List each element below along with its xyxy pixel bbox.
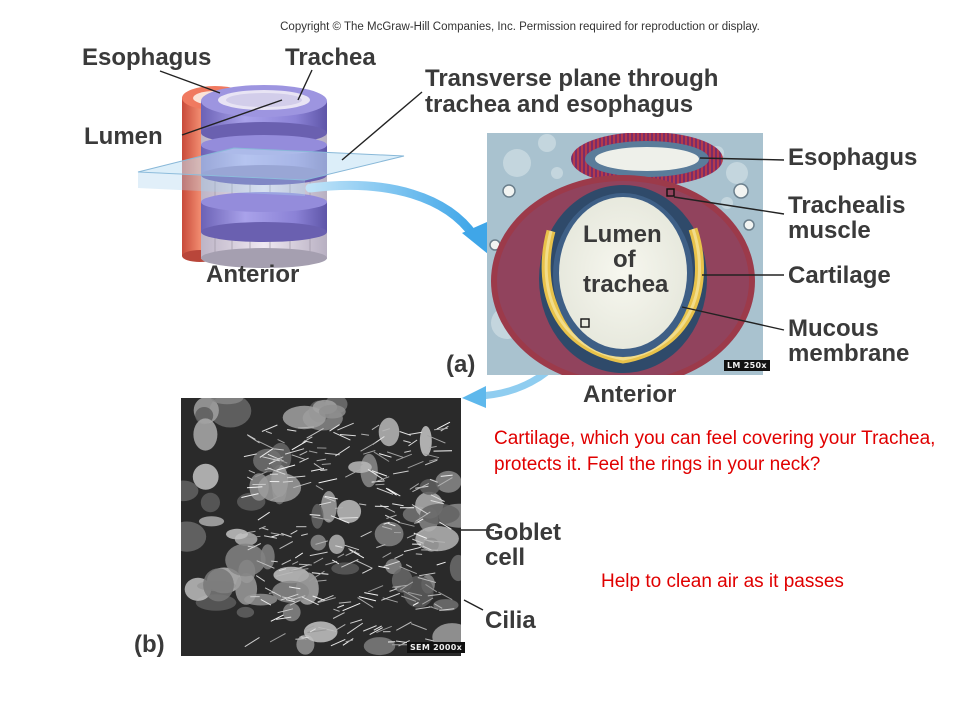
cartilage-annotation: Cartilage, which you can feel covering y… [494, 428, 936, 475]
label-plane-line1: Transverse plane through [425, 65, 719, 92]
cilia-sem-micrograph [181, 398, 461, 656]
label-trachealis-2: muscle [788, 217, 871, 244]
label-goblet-1: Goblet [485, 519, 561, 546]
lm-scale-label: LM 250x [724, 360, 770, 371]
label-plane-line2: trachea and esophagus [425, 91, 694, 118]
label-lumen-of-trachea-3: trachea [583, 271, 669, 298]
label-anterior-drawing: Anterior [206, 261, 300, 288]
label-esophagus-drawing: Esophagus [82, 44, 212, 71]
label-part-a: (a) [446, 351, 476, 378]
label-trachea-drawing: Trachea [285, 44, 376, 71]
sem-texture [181, 398, 461, 656]
label-lumen-of-trachea-1: Lumen [583, 221, 662, 248]
label-cilia: Cilia [485, 607, 536, 634]
copyright-notice: Copyright © The McGraw-Hill Companies, I… [280, 21, 760, 33]
label-trachealis-1: Trachealis [788, 192, 906, 219]
label-lumen-of-trachea-2: of [613, 246, 636, 273]
label-anterior-micrograph: Anterior [583, 381, 677, 408]
label-lumen-drawing: Lumen [84, 123, 163, 150]
trachea-drawing [201, 85, 327, 268]
cilia-annotation: Help to clean air as it passes [601, 571, 844, 592]
label-mucous-1: Mucous [788, 315, 879, 342]
label-mucous-2: membrane [788, 340, 910, 367]
label-part-b: (b) [134, 631, 165, 658]
label-cartilage: Cartilage [788, 262, 891, 289]
label-goblet-2: cell [485, 544, 526, 571]
trachea-light-micrograph [487, 133, 763, 375]
label-esophagus-micrograph: Esophagus [788, 144, 918, 171]
sem-scale-label: SEM 2000x [407, 642, 466, 653]
